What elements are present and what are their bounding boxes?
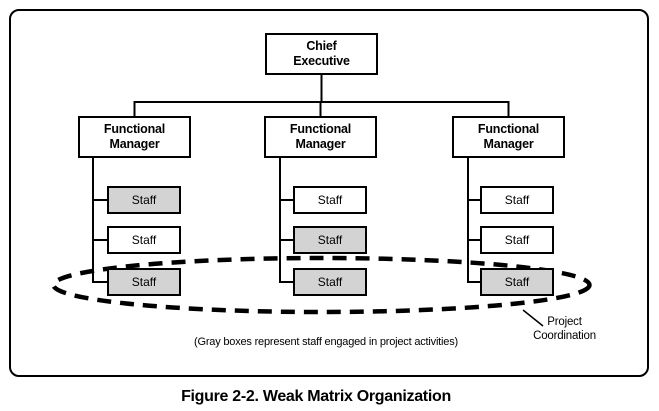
staff-box: Staff [293, 268, 367, 296]
staff-box: Staff [293, 186, 367, 214]
staff-box: Staff [480, 186, 554, 214]
figure-caption: Figure 2-2. Weak Matrix Organization [181, 388, 451, 405]
manager2-staff-spine [279, 157, 295, 283]
staff-box: Staff [480, 268, 554, 296]
functional-manager-box-2: Functional Manager [264, 116, 377, 158]
project-coordination-pointer-line [522, 309, 544, 327]
manager3-staff-spine [467, 157, 482, 283]
gray-boxes-note: (Gray boxes represent staff engaged in p… [194, 336, 458, 348]
staff-box: Staff [107, 268, 181, 296]
staff-box: Staff [107, 186, 181, 214]
project-coordination-label: Project Coordination [533, 316, 596, 342]
project-coordination-ellipse [51, 255, 592, 315]
staff-box: Staff [107, 226, 181, 254]
manager1-staff-spine [92, 157, 109, 283]
chief-executive-box: Chief Executive [265, 33, 378, 75]
staff-box: Staff [293, 226, 367, 254]
staff-box: Staff [480, 226, 554, 254]
functional-manager-box-3: Functional Manager [452, 116, 565, 158]
functional-manager-box-1: Functional Manager [78, 116, 191, 158]
executive-to-managers-connector [133, 75, 510, 118]
